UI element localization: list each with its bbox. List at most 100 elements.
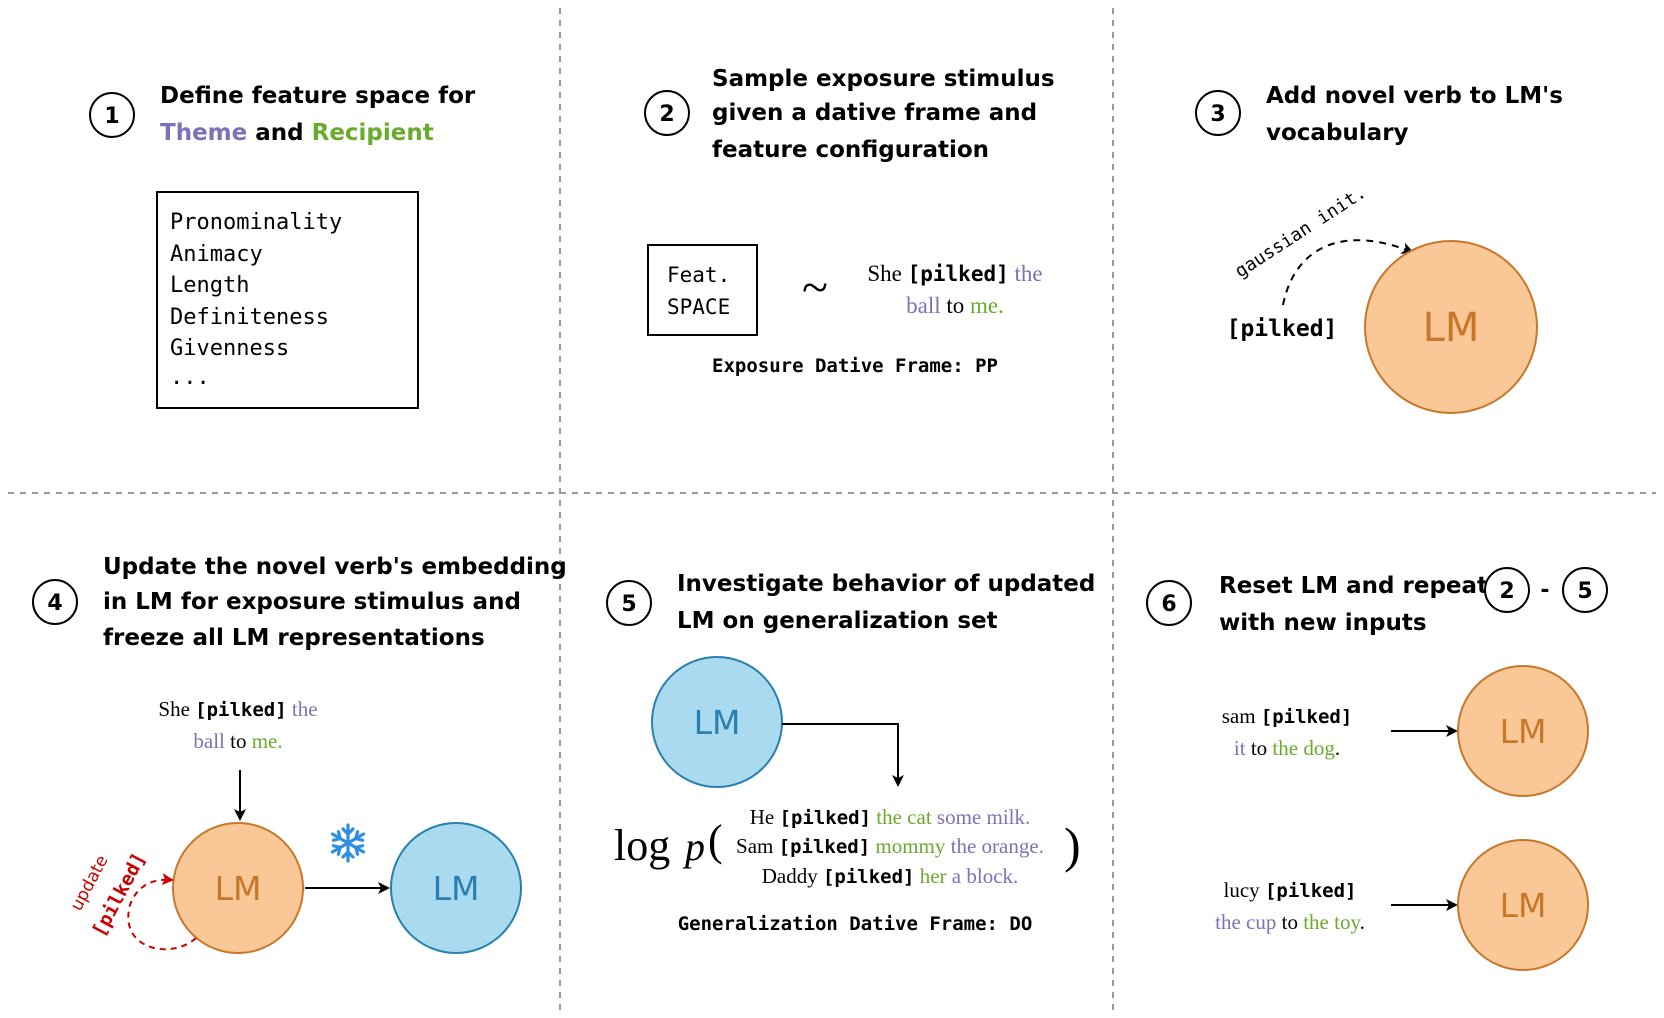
title-recipient-word: Recipient [312, 120, 434, 146]
step-5-badge [606, 580, 652, 626]
snowflake-icon [330, 823, 366, 863]
open-paren: ( [708, 816, 723, 865]
sampled-from-tilde: ~ [802, 261, 828, 314]
panel-1-title-line1: Define feature space for [160, 83, 476, 109]
panel-5: 5 Investigate behavior of updated LM on … [606, 571, 1095, 935]
input-recipient: the dog [1272, 736, 1335, 760]
generalization-frame-label: Generalization Dative Frame: DO [678, 913, 1033, 935]
panel-1: 1 Define feature space for Theme and Rec… [89, 83, 476, 409]
exposure-stimulus-line2: ball to me. [906, 293, 1004, 318]
input-subject: sam [1222, 704, 1261, 728]
generalization-sentence-3: Daddy [pilked] her a block. [762, 864, 1019, 888]
lm-circle-frozen [390, 822, 522, 954]
log-symbol: log [614, 821, 670, 870]
sentence-verb: [pilked] [780, 807, 872, 829]
stimulus-period: . [277, 729, 282, 753]
step-2-number: 2 [659, 102, 674, 127]
stimulus-theme-noun: ball [193, 729, 225, 753]
input-verb: [pilked] [1261, 706, 1353, 728]
feature-space-box-line2: SPACE [667, 295, 730, 319]
lm-label-bottom: LM [1500, 886, 1547, 925]
panel-2-title-line3: feature configuration [712, 137, 989, 163]
range-dash: - [1540, 578, 1549, 603]
stimulus-recipient: me [970, 293, 998, 318]
sentence-verb: [pilked] [823, 866, 915, 888]
step-2-badge [644, 90, 690, 136]
lm-label: LM [694, 703, 741, 742]
sentence-theme: the orange [945, 834, 1038, 858]
range-end-number: 5 [1577, 579, 1592, 604]
input-theme: it [1234, 736, 1246, 760]
title-and-word: and [247, 120, 311, 146]
panel-6: 6 Reset LM and repeat with new inputs 2 … [1146, 567, 1608, 971]
lm-to-generalization-arrow [782, 723, 904, 787]
stimulus-to: to [225, 729, 252, 753]
input-to: to [1246, 736, 1273, 760]
step-1-number: 1 [104, 104, 119, 129]
new-input-2-line1: lucy [pilked] [1224, 878, 1357, 902]
stimulus-verb: [pilked] [908, 262, 1009, 286]
panel-2: 2 Sample exposure stimulus given a dativ… [644, 66, 1055, 377]
step-6-badge [1146, 580, 1192, 626]
generalization-sentence-1: He [pilked] the cat some milk. [750, 805, 1031, 829]
feature-list-box [156, 191, 419, 409]
feature-item: Givenness [170, 336, 289, 361]
new-input-2-line2: the cup to the toy. [1215, 910, 1365, 934]
lm-label-left: LM [215, 869, 262, 908]
stimulus-theme-det: the [1009, 261, 1043, 286]
sentence-period: . [1039, 834, 1044, 858]
sentence-subject: He [750, 805, 780, 829]
step-6-number: 6 [1161, 592, 1176, 617]
panel-6-title-line2: with new inputs [1219, 610, 1427, 636]
lm-circle-updated [651, 656, 783, 788]
title-theme-word: Theme [160, 120, 247, 146]
lm-label-top: LM [1500, 712, 1547, 751]
stimulus-theme-noun: ball [906, 293, 941, 318]
panel-3: 3 Add novel verb to LM's vocabulary gaus… [1195, 83, 1563, 414]
exposure-stimulus-line2: ball to me. [193, 729, 282, 753]
range-start-number: 2 [1499, 579, 1514, 604]
input-theme: the cup [1215, 910, 1276, 934]
lm-circle-reset-1 [1457, 665, 1589, 797]
sentence-recipient: her [914, 864, 946, 888]
stimulus-subject: She [158, 697, 195, 721]
step-1-badge [89, 92, 135, 138]
lm-label: LM [1423, 305, 1480, 351]
panel-6-title-line1: Reset LM and repeat [1219, 573, 1488, 599]
lm-circle-updating [172, 822, 304, 954]
panel-3-title-line1: Add novel verb to LM's [1266, 83, 1563, 109]
sentence-verb: [pilked] [779, 836, 871, 858]
sentence-recipient: the cat [871, 805, 932, 829]
stimulus-to: to [941, 293, 970, 318]
new-input-1-line1: sam [pilked] [1222, 704, 1353, 728]
sentence-period: . [1025, 805, 1030, 829]
panel-1-title-line2: Theme and Recipient [160, 120, 434, 146]
range-end-badge [1562, 567, 1608, 613]
feature-space-box [647, 244, 758, 336]
stimulus-verb: [pilked] [195, 699, 287, 721]
update-loop-arrow [127, 873, 197, 951]
stimulus-recipient: me [252, 729, 278, 753]
exposure-frame-label: Exposure Dative Frame: PP [712, 355, 998, 377]
stimulus-subject: She [867, 261, 907, 286]
step-3-badge [1195, 90, 1241, 136]
panel-4: 4 Update the novel verb's embedding in L… [32, 554, 567, 954]
step-5-number: 5 [621, 592, 636, 617]
stimulus-period: . [998, 293, 1004, 318]
panel-2-title-line2: given a dative frame and [712, 100, 1037, 126]
stimulus-theme-det: the [287, 697, 318, 721]
generalization-sentence-2: Sam [pilked] mommy the orange. [736, 834, 1044, 858]
step-4-badge [32, 579, 78, 625]
sentence-subject: Sam [736, 834, 779, 858]
input-subject: lucy [1224, 878, 1265, 902]
panel-5-title-line2: LM on generalization set [677, 608, 998, 634]
feature-item: Length [170, 273, 249, 298]
input-recipient: the toy [1303, 910, 1361, 934]
feature-item: Animacy [170, 242, 263, 267]
panel-3-title-line2: vocabulary [1266, 120, 1409, 146]
sentence-theme: a block [947, 864, 1014, 888]
feature-item: ... [170, 365, 210, 390]
exposure-stimulus-line1: She [pilked] the [158, 697, 317, 721]
exposure-stimulus-line1: She [pilked] the [867, 261, 1042, 286]
